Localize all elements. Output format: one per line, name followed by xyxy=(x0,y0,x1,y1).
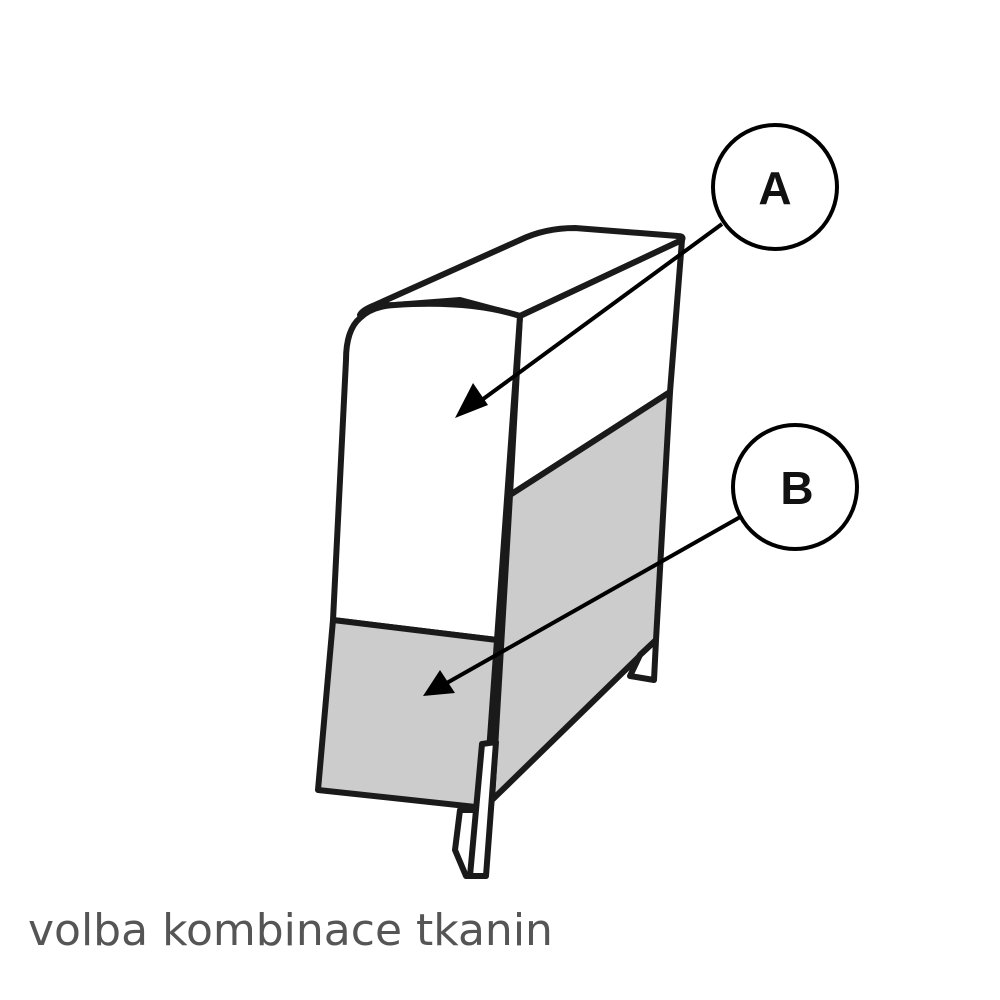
callout-a-leader xyxy=(473,222,724,407)
callout-b-letter: B xyxy=(780,462,813,514)
back-leg xyxy=(627,637,659,683)
callout-b-arrowhead xyxy=(423,670,455,696)
front-face-lower xyxy=(315,617,500,811)
callout-a-letter: A xyxy=(758,162,791,214)
callout-a: A xyxy=(455,123,839,418)
callout-b-leader xyxy=(444,514,743,686)
callout-b-circle xyxy=(731,423,859,551)
caption: volba kombinace tkanin xyxy=(28,905,553,956)
callout-a-circle xyxy=(711,123,839,251)
armrest-body xyxy=(315,225,686,879)
callout-b: B xyxy=(423,423,859,696)
front-leg-right xyxy=(467,739,499,879)
front-face-upper xyxy=(330,300,523,643)
callout-a-arrowhead xyxy=(455,383,488,418)
